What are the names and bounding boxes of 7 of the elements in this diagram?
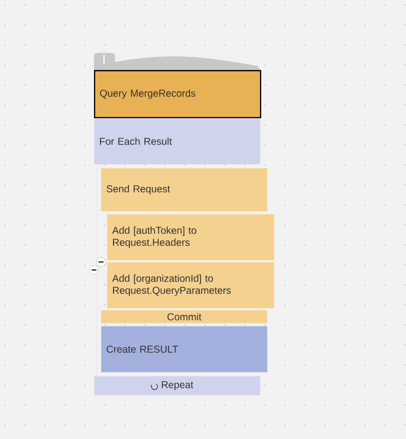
query-block: Query MergeRecords [94,70,262,118]
repeat-bar: Repeat [94,376,260,396]
request-block: Send Request [101,168,268,212]
create-block: Create RESULT [101,326,268,372]
statement-block: Add [authToken] to Request.Headers [107,214,274,260]
loop-block: For Each Result [94,118,260,164]
commit-bar: Commit [101,310,268,324]
